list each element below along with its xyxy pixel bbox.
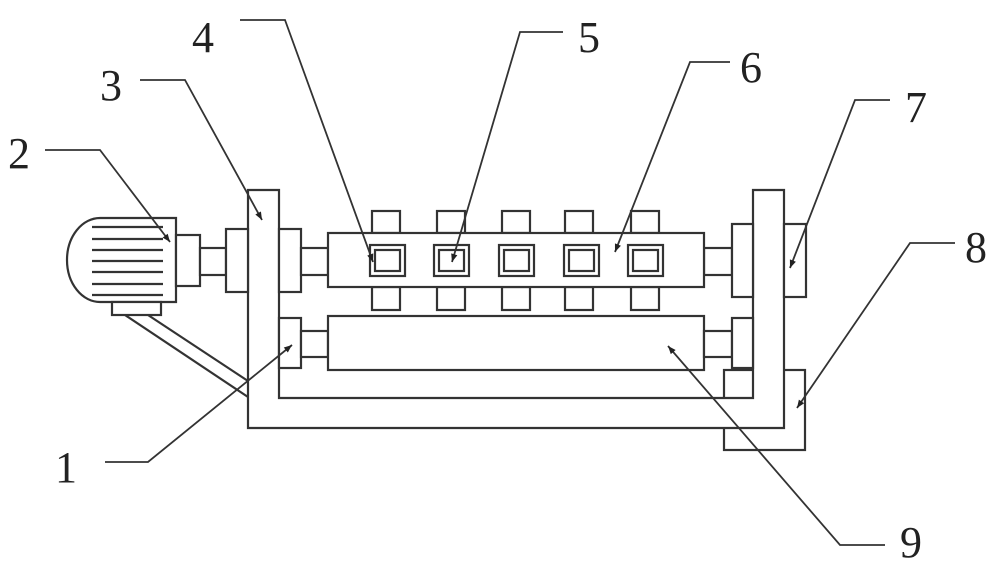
label-6: 6 bbox=[740, 43, 762, 92]
roller-stud-top bbox=[372, 211, 400, 233]
roller-window-inner bbox=[633, 250, 658, 271]
label-5: 5 bbox=[578, 13, 600, 62]
roller-stud-bottom bbox=[437, 287, 465, 310]
motor bbox=[67, 218, 248, 315]
roller-stud-top bbox=[631, 211, 659, 233]
roller-stud-top bbox=[565, 211, 593, 233]
roller-stud-top bbox=[502, 211, 530, 233]
motor-brace bbox=[125, 315, 248, 397]
roller-stud-bottom bbox=[372, 287, 400, 310]
roller-stud-bottom bbox=[502, 287, 530, 310]
label-7: 7 bbox=[905, 83, 927, 132]
roller-stud-bottom bbox=[631, 287, 659, 310]
roller-window-inner bbox=[439, 250, 464, 271]
label-8: 8 bbox=[965, 223, 987, 272]
roller-stud-bottom bbox=[565, 287, 593, 310]
label-4: 4 bbox=[192, 13, 214, 62]
label-1: 1 bbox=[55, 443, 77, 492]
roller-window-inner bbox=[375, 250, 400, 271]
label-2: 2 bbox=[8, 129, 30, 178]
label-9: 9 bbox=[900, 518, 922, 567]
roller-window-inner bbox=[504, 250, 529, 271]
label-3: 3 bbox=[100, 61, 122, 110]
roller-window-inner bbox=[569, 250, 594, 271]
upper-roller bbox=[279, 211, 806, 310]
